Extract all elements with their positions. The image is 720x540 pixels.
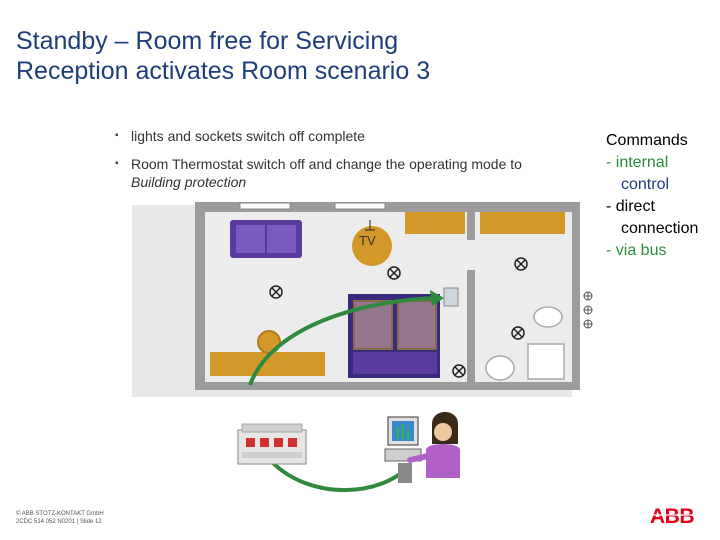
commands-item-connection: connection	[621, 220, 699, 237]
desk	[405, 212, 465, 234]
bullet-list: ▪ lights and sockets switch off complete…	[115, 127, 565, 201]
external-light-icon	[583, 291, 593, 329]
commands-item-internal: - internal	[606, 154, 669, 171]
bed-foot	[353, 352, 437, 374]
tv-label: TV	[359, 233, 376, 248]
commands-item-direct: - direct	[606, 198, 655, 215]
title-line-2: Reception activates Room scenario 3	[16, 57, 431, 85]
lamp-icon	[387, 266, 401, 280]
footer-copyright: © ABB STOTZ-KONTAKT GmbH	[16, 511, 104, 517]
title-line-1: Standby – Room free for Servicing	[16, 27, 399, 55]
commands-item-bus: - via bus	[606, 242, 667, 259]
bullet-dot-icon: ▪	[115, 130, 119, 141]
toilet	[485, 355, 515, 381]
footer: © ABB STOTZ-KONTAKT GmbH 2CDC 514 052 N0…	[16, 510, 104, 526]
bullet-dot-icon: ▪	[115, 158, 119, 169]
lamp-icon	[511, 326, 525, 340]
bullet-text: Room Thermostat switch off and change th…	[131, 156, 522, 172]
arrow-head-icon	[430, 290, 444, 306]
bullet-text-italic: Building protection	[131, 174, 247, 190]
bus-arrow-line	[248, 296, 439, 386]
knx-actuator-icon	[237, 423, 307, 465]
commands-item-control: control	[621, 176, 670, 193]
doorway	[467, 240, 475, 270]
slide-title: Standby – Room free for Servicing Recept…	[16, 26, 430, 86]
vanity	[480, 212, 565, 234]
round-table	[352, 226, 392, 266]
commands-list: Commands - internal control - direct con…	[606, 130, 716, 262]
shower	[527, 343, 565, 380]
thermostat-icon	[443, 287, 459, 307]
abb-logo: ABB	[650, 505, 706, 525]
bullet-item: ▪ Room Thermostat switch off and change …	[115, 155, 565, 191]
footer-slide-id: 2CDC 514 052 N0201 | Slide 12	[16, 519, 102, 525]
bus-arrow-curve	[270, 460, 412, 492]
bullet-item: ▪ lights and sockets switch off complete	[115, 127, 565, 145]
window	[334, 202, 386, 210]
lamp-icon	[269, 285, 283, 299]
lamp-icon	[514, 257, 528, 271]
receptionist-icon	[384, 412, 460, 483]
sink	[533, 306, 563, 328]
bullet-text: lights and sockets switch off complete	[131, 128, 365, 144]
window	[239, 202, 291, 210]
tv-icon	[365, 220, 375, 231]
commands-heading: Commands	[606, 132, 688, 149]
lamp-icon	[452, 364, 466, 378]
entry-gap	[205, 270, 209, 310]
